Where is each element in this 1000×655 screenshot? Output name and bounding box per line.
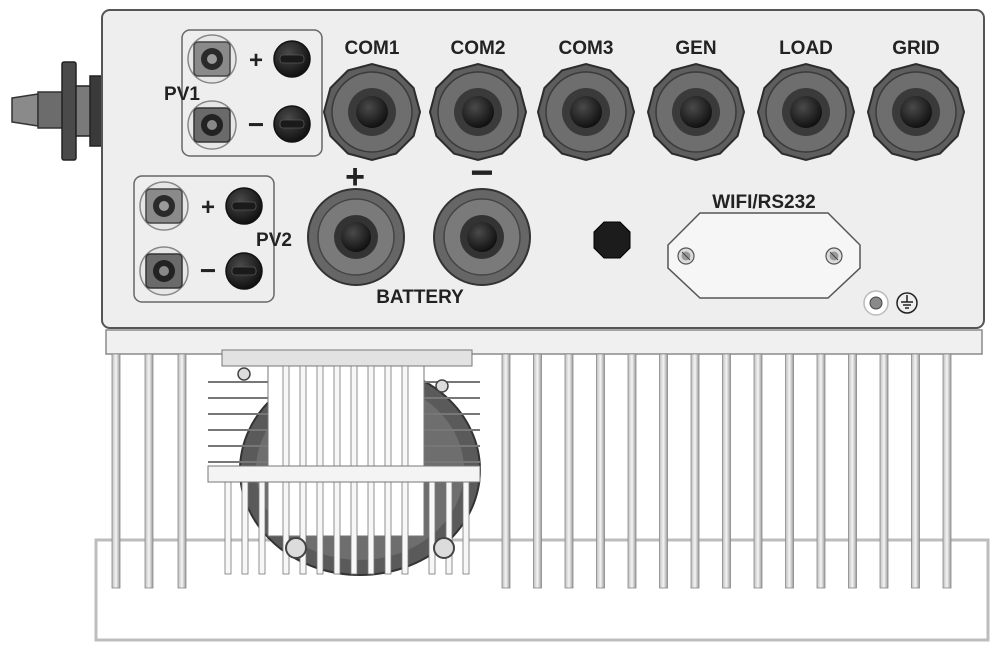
fan-screw-top-left: [237, 367, 251, 381]
fan-fin: [428, 481, 436, 575]
pv1-frame: [181, 29, 323, 157]
battery-minus-gland[interactable]: [433, 188, 531, 286]
heatsink-fin: [911, 353, 920, 589]
battery-label: BATTERY: [376, 287, 464, 308]
heatsink-fin: [942, 353, 952, 589]
gen-label: GEN: [675, 38, 716, 59]
heatsink-fin: [785, 353, 794, 589]
fan-top-plate: [221, 349, 473, 367]
com2-gland[interactable]: [428, 62, 528, 162]
fan-side-ribs: [208, 381, 480, 463]
wifi-port-cover[interactable]: [667, 212, 861, 299]
battery-plus-sign: +: [345, 158, 365, 196]
pv2-frame: [133, 175, 275, 303]
fan-screw-left: [285, 537, 307, 559]
pv1-minus-sign: −: [248, 109, 264, 140]
pv2-plus-cap[interactable]: [225, 187, 263, 225]
ground-terminal[interactable]: [863, 290, 889, 316]
heatsink-fin: [690, 353, 700, 589]
pv1-plus-sign: +: [249, 47, 263, 74]
grid-label: GRID: [892, 38, 940, 59]
pv1-minus-cap[interactable]: [273, 105, 311, 143]
ground-symbol-icon: [896, 292, 918, 314]
com3-label: COM3: [559, 38, 614, 59]
com3-gland[interactable]: [536, 62, 636, 162]
fan-screw-top-right: [435, 379, 449, 393]
wifi-rs232-port[interactable]: WIFI/RS232: [667, 192, 861, 299]
pv1-plus-cap[interactable]: [273, 40, 311, 78]
fan-fin: [258, 481, 266, 575]
vent-plug-icon: [593, 221, 631, 259]
heatsink-fin: [753, 353, 763, 589]
pv2-minus-connector[interactable]: [139, 246, 189, 296]
heatsink-fin: [533, 353, 542, 589]
heatsink-fin: [596, 353, 605, 589]
heatsink-fin: [627, 353, 637, 589]
fan-fin: [462, 481, 470, 575]
fan-bracket: [267, 365, 425, 537]
com2-label: COM2: [451, 38, 506, 59]
cover-screw-left: [677, 247, 695, 265]
heatsink-fins: [111, 353, 952, 589]
cover-screw-right: [825, 247, 843, 265]
pv1-minus-connector[interactable]: [187, 100, 237, 150]
cable-gland-row: COM1 COM2 COM3 GEN LOAD GRID: [322, 38, 966, 162]
mounting-bracket: [94, 538, 990, 642]
heatsink-fin: [848, 353, 857, 589]
fan-fin: [224, 481, 232, 575]
pv1-plus-connector[interactable]: [187, 34, 237, 84]
battery-plus-gland[interactable]: [307, 188, 405, 286]
wifi-rs232-label: WIFI/RS232: [712, 192, 815, 213]
heatsink-fin: [111, 353, 121, 589]
battery-group: + − BATTERY: [307, 151, 531, 308]
fan-screw-right: [433, 537, 455, 559]
dc-switch-icon[interactable]: [11, 61, 103, 161]
pv2-minus-cap[interactable]: [225, 252, 263, 290]
pv2-plus-sign: +: [201, 194, 215, 221]
pv1-group: PV1 + −: [164, 29, 323, 157]
cooling-fan-icon: [207, 349, 481, 576]
heatsink-fin: [879, 353, 889, 589]
load-gland[interactable]: [756, 62, 856, 162]
pv2-group: PV2 + −: [133, 175, 292, 303]
pv1-label: PV1: [164, 84, 200, 105]
gen-gland[interactable]: [646, 62, 746, 162]
heatsink-fin: [659, 353, 668, 589]
heatsink-fin: [564, 353, 574, 589]
com1-label: COM1: [345, 38, 400, 59]
pv2-minus-sign: −: [200, 255, 216, 286]
heatsink-fin: [177, 353, 187, 589]
fan-crossbar: [207, 465, 481, 483]
heatsink-fin: [501, 353, 511, 589]
load-label: LOAD: [779, 38, 833, 59]
grid-gland[interactable]: [866, 62, 966, 162]
pv2-label: PV2: [256, 230, 292, 251]
com1-gland[interactable]: [322, 62, 422, 162]
pv2-plus-connector[interactable]: [139, 181, 189, 231]
heatsink-fin: [816, 353, 826, 589]
fan-fin: [445, 481, 453, 575]
fan-fin: [241, 481, 249, 575]
heatsink-fin: [144, 353, 154, 589]
heatsink-fin: [722, 353, 731, 589]
battery-minus-sign: −: [470, 151, 493, 195]
